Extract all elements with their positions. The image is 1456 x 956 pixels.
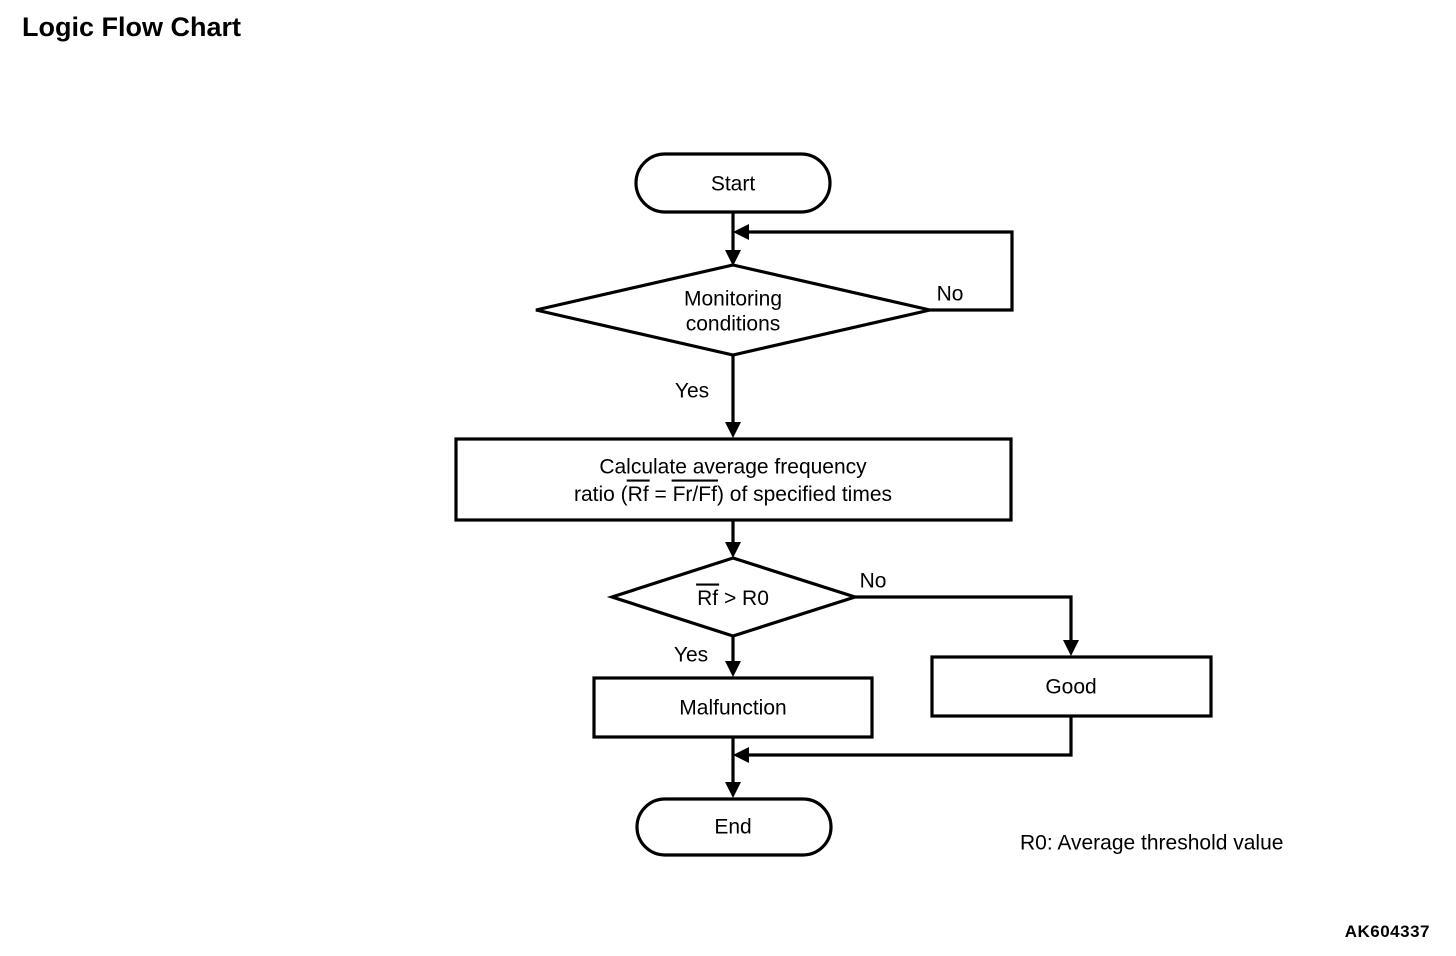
edge-label-monitoring-yes: Yes: [675, 380, 709, 403]
compare-rest: > R0: [718, 587, 769, 610]
node-monitoring-label-line2: conditions: [686, 313, 781, 336]
calculate-line2-var1: Rf: [628, 483, 649, 506]
connector-monitoring-no-loop: [733, 224, 1014, 312]
node-start[interactable]: Start: [634, 152, 832, 214]
calculate-line2-pre: ratio (: [574, 483, 628, 506]
arrow-head-icon: [725, 542, 741, 558]
node-end-label: End: [714, 816, 751, 839]
figure-code: AK604337: [1344, 922, 1430, 941]
arrow-head-icon: [725, 661, 741, 677]
node-monitoring-conditions[interactable]: Monitoring conditions: [535, 263, 931, 357]
legend-threshold-note: R0: Average threshold value: [1020, 832, 1283, 855]
compare-var: Rf: [697, 587, 718, 610]
node-compare-label: Rf > R0: [697, 587, 769, 610]
node-calculate-label-line1: Calculate average frequency: [599, 456, 867, 479]
arrow-head-icon: [725, 782, 741, 798]
edge-label-compare-no: No: [860, 570, 887, 593]
edge-label-compare-yes: Yes: [674, 644, 708, 667]
arrow-head-icon: [725, 422, 741, 438]
node-monitoring-label-line1: Monitoring: [684, 288, 782, 311]
arrow-head-icon: [733, 747, 749, 763]
connector-compare-no-to-good: [855, 595, 1079, 656]
node-good[interactable]: Good: [930, 655, 1213, 718]
connector-malfunction-to-end: [725, 738, 741, 798]
edge-label-monitoring-no: No: [937, 283, 964, 306]
node-calculate-label-line2: ratio (Rf = Fr/Ff) of specified times: [574, 483, 892, 506]
node-malfunction[interactable]: Malfunction: [592, 676, 874, 739]
node-malfunction-label: Malfunction: [679, 697, 786, 720]
calculate-line2-var2: Fr/Ff: [673, 483, 717, 506]
node-start-label: Start: [711, 173, 756, 196]
node-end[interactable]: End: [635, 797, 833, 857]
calculate-line2-mid: =: [649, 483, 673, 506]
connector-monitoring-to-calculate: [725, 356, 741, 438]
arrow-head-icon: [733, 224, 749, 240]
arrow-head-icon: [1063, 640, 1079, 656]
connector-good-to-end-merge: [733, 717, 1073, 763]
node-good-label: Good: [1045, 676, 1096, 699]
connector-calculate-to-compare: [725, 520, 741, 558]
page-title: Logic Flow Chart: [22, 12, 241, 42]
calculate-line2-post: ) of specified times: [717, 483, 892, 506]
node-compare-rf-r0[interactable]: Rf > R0: [606, 556, 861, 638]
connector-compare-yes-to-malfunction: [725, 637, 741, 677]
node-calculate-average-frequency[interactable]: Calculate average frequency ratio (Rf = …: [454, 437, 1013, 522]
arrow-head-icon: [725, 250, 741, 266]
connector-start-to-monitoring: [725, 212, 741, 266]
